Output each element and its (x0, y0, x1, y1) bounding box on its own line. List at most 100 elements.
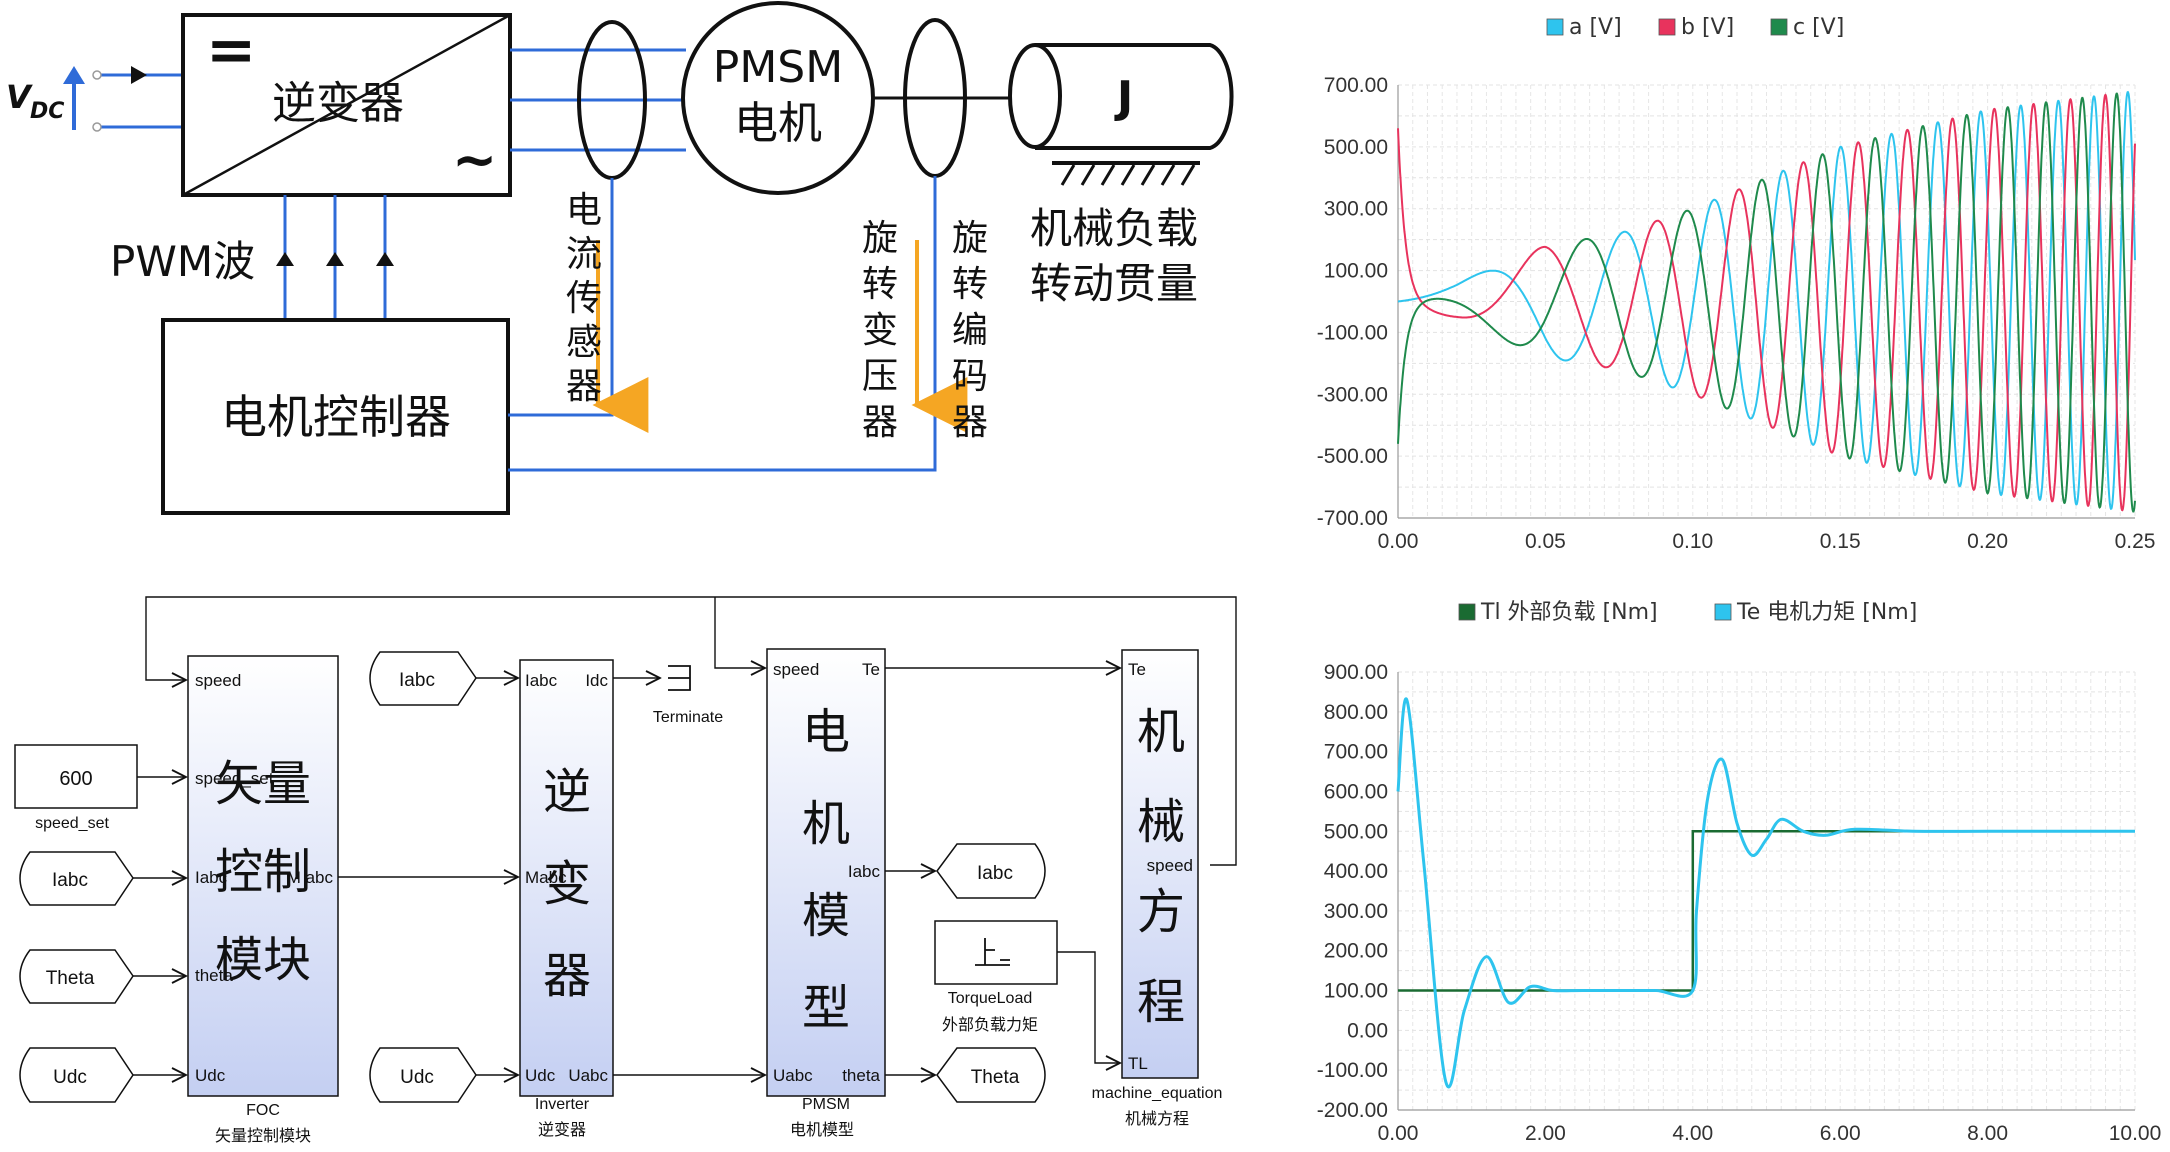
machine-equation-block[interactable]: 机 械 方 程 Te TL speed machine_equation 机械方… (1092, 649, 1223, 1128)
inertia-load: J 机械负载 转动贯量 (1008, 43, 1234, 308)
svg-text:码: 码 (952, 356, 988, 397)
terminate-block[interactable]: Terminate (613, 665, 723, 726)
y-tick-label: 100.00 (1324, 260, 1388, 283)
svg-text:Te: Te (862, 660, 880, 679)
y-tick-label: 200.00 (1324, 940, 1388, 963)
svg-text:压: 压 (862, 356, 898, 397)
dc-symbol: = (206, 15, 256, 85)
pmsm-motor: PMSM 电机 (681, 1, 875, 195)
svg-text:模: 模 (802, 888, 850, 944)
svg-text:机: 机 (1137, 704, 1185, 760)
series-a-line (1397, 90, 2136, 511)
svg-text:Udc: Udc (400, 1067, 434, 1088)
foc-block[interactable]: 矢量 控制 模块 speed speed_set Iabc theta Udc … (187, 655, 339, 1145)
pwm-lines: PWM波 (110, 195, 394, 320)
tag-iabc-inverter[interactable]: Iabc (369, 651, 518, 706)
x-tick-label: 0.15 (1820, 530, 1861, 553)
svg-text:Iabc: Iabc (399, 670, 435, 691)
dc-input: V DC (6, 66, 182, 132)
torque-load-block[interactable]: TorqueLoad 外部负载力矩 (934, 920, 1120, 1063)
svg-text:Iabc: Iabc (977, 863, 1013, 884)
svg-text:speed: speed (195, 671, 241, 690)
svg-text:Mabc: Mabc (525, 868, 567, 887)
tag-iabc-out[interactable]: Iabc (885, 843, 1046, 899)
speed-set-block[interactable]: 600 speed_set (14, 744, 186, 832)
x-tick-label: 0.00 (1378, 1122, 1419, 1145)
svg-text:Iabc: Iabc (52, 870, 88, 891)
svg-text:Iabc: Iabc (848, 862, 881, 881)
svg-text:电机模型: 电机模型 (790, 1121, 854, 1139)
svg-text:speed: speed (773, 660, 819, 679)
svg-text:Udc: Udc (525, 1066, 556, 1085)
inverter-box: = 逆变器 ~ (181, 13, 512, 197)
svg-text:转: 转 (862, 264, 898, 305)
y-tick-label: 400.00 (1324, 860, 1388, 883)
svg-text:Inverter: Inverter (535, 1096, 590, 1113)
legend-label: c [V] (1793, 15, 1844, 40)
inverter-label: 逆变器 (272, 78, 404, 129)
load-label-line1: 机械负载 (1030, 204, 1198, 253)
series-c-line (1397, 92, 2136, 513)
svg-text:编: 编 (952, 310, 988, 351)
svg-text:speed_set: speed_set (195, 769, 274, 788)
tag-theta-out[interactable]: Theta (885, 1047, 1046, 1103)
svg-text:M abc: M abc (287, 868, 334, 887)
tag-iabc-left[interactable]: Iabc (19, 851, 186, 906)
svg-text:变: 变 (543, 856, 591, 912)
svg-text:Terminate: Terminate (653, 709, 723, 726)
svg-text:器: 器 (543, 948, 591, 1004)
x-tick-label: 4.00 (1672, 1122, 1713, 1145)
svg-text:程: 程 (1137, 974, 1185, 1030)
vdc-label: V (6, 78, 33, 116)
pmsm-block[interactable]: 电 机 模 型 speed Uabc Te Iabc theta PMSM 电机… (766, 648, 886, 1139)
inertia-label: J (1114, 72, 1133, 123)
y-tick-label: 700.00 (1324, 741, 1388, 764)
svg-text:TorqueLoad: TorqueLoad (948, 990, 1033, 1007)
svg-text:逆变器: 逆变器 (538, 1121, 586, 1139)
svg-text:控制: 控制 (215, 844, 311, 900)
svg-text:模块: 模块 (215, 932, 311, 988)
tag-udc-inverter[interactable]: Udc (369, 1047, 518, 1103)
x-tick-label: 0.25 (2115, 530, 2156, 553)
x-tick-label: 0.00 (1378, 530, 1419, 553)
y-tick-label: -500.00 (1317, 445, 1388, 468)
pwm-label: PWM波 (110, 237, 255, 286)
motor-label-line1: PMSM (713, 42, 843, 93)
svg-text:外部负载力矩: 外部负载力矩 (942, 1016, 1038, 1034)
legend-swatch (1658, 18, 1676, 36)
controller-label: 电机控制器 (221, 390, 451, 444)
svg-text:转: 转 (952, 264, 988, 305)
phase-lines (510, 48, 686, 152)
y-tick-label: 100.00 (1324, 980, 1388, 1003)
svg-text:矢量: 矢量 (215, 756, 311, 812)
svg-text:方: 方 (1137, 884, 1185, 940)
x-tick-label: 0.10 (1672, 530, 1713, 553)
inverter-block[interactable]: 逆 变 器 Iabc Mabc Udc Idc Uabc Inverter 逆变… (519, 659, 614, 1139)
x-tick-label: 8.00 (1967, 1122, 2008, 1145)
legend-label: Tl 外部负载 [Nm] (1480, 600, 1658, 625)
legend-label: a [V] (1569, 15, 1622, 40)
tag-theta-left[interactable]: Theta (19, 949, 186, 1004)
x-tick-label: 6.00 (1820, 1122, 1861, 1145)
chart-phase-voltage: 700.00500.00300.00100.00-100.00-300.00-5… (1317, 15, 2156, 553)
svg-text:电: 电 (566, 190, 602, 231)
svg-text:Theta: Theta (46, 968, 95, 989)
svg-text:FOC: FOC (246, 1102, 280, 1119)
motor-label-line2: 电机 (734, 98, 822, 149)
svg-text:器: 器 (862, 402, 898, 443)
vdc-subscript: DC (30, 99, 64, 124)
y-tick-label: 600.00 (1324, 780, 1388, 803)
legend-swatch (1714, 603, 1732, 621)
load-label-line2: 转动贯量 (1030, 259, 1198, 308)
y-tick-label: 500.00 (1324, 136, 1388, 159)
legend-swatch (1458, 603, 1476, 621)
x-tick-label: 10.00 (2109, 1122, 2162, 1145)
tag-udc-left[interactable]: Udc (19, 1047, 186, 1103)
svg-text:矢量控制模块: 矢量控制模块 (215, 1127, 311, 1145)
svg-text:传: 传 (566, 278, 602, 319)
y-tick-label: -100.00 (1317, 321, 1388, 344)
svg-text:械: 械 (1137, 794, 1185, 850)
motor-controller: 电机控制器 (161, 318, 510, 515)
encoder-caption: 旋 转 编 码 器 (952, 218, 988, 443)
svg-text:电: 电 (802, 704, 850, 760)
